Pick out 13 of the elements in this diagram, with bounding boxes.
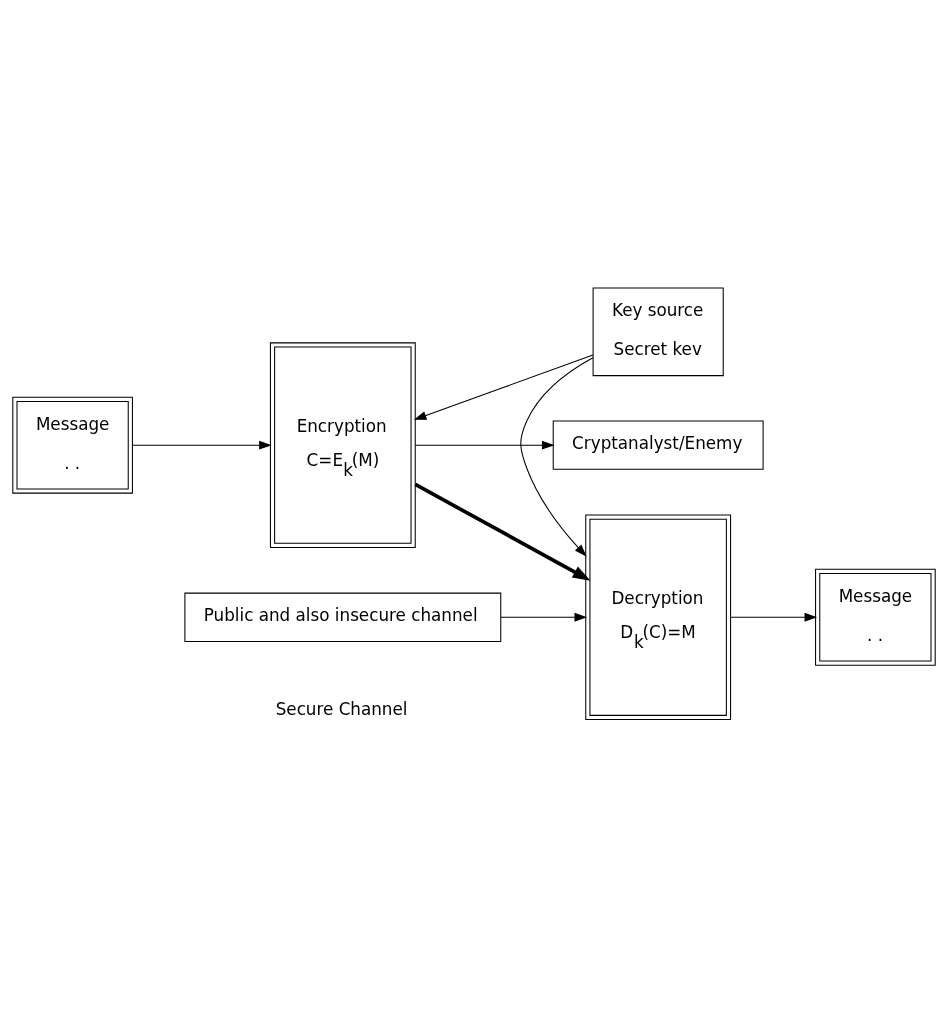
arrow <box>500 612 588 622</box>
node-box: Public and also insecure channel <box>184 592 502 642</box>
arrow <box>414 440 555 450</box>
arrow <box>730 612 818 622</box>
arrow <box>132 440 272 450</box>
node-box: Message . . <box>12 396 133 494</box>
arrow <box>413 354 594 420</box>
arrow <box>414 482 591 581</box>
node-box: Message . . <box>815 568 936 666</box>
node-box: Cryptanalyst/Enemy <box>552 420 764 470</box>
arrow <box>520 356 594 557</box>
label: Secure Channel <box>275 698 408 719</box>
node-box: Key source Secret kev <box>592 287 724 376</box>
